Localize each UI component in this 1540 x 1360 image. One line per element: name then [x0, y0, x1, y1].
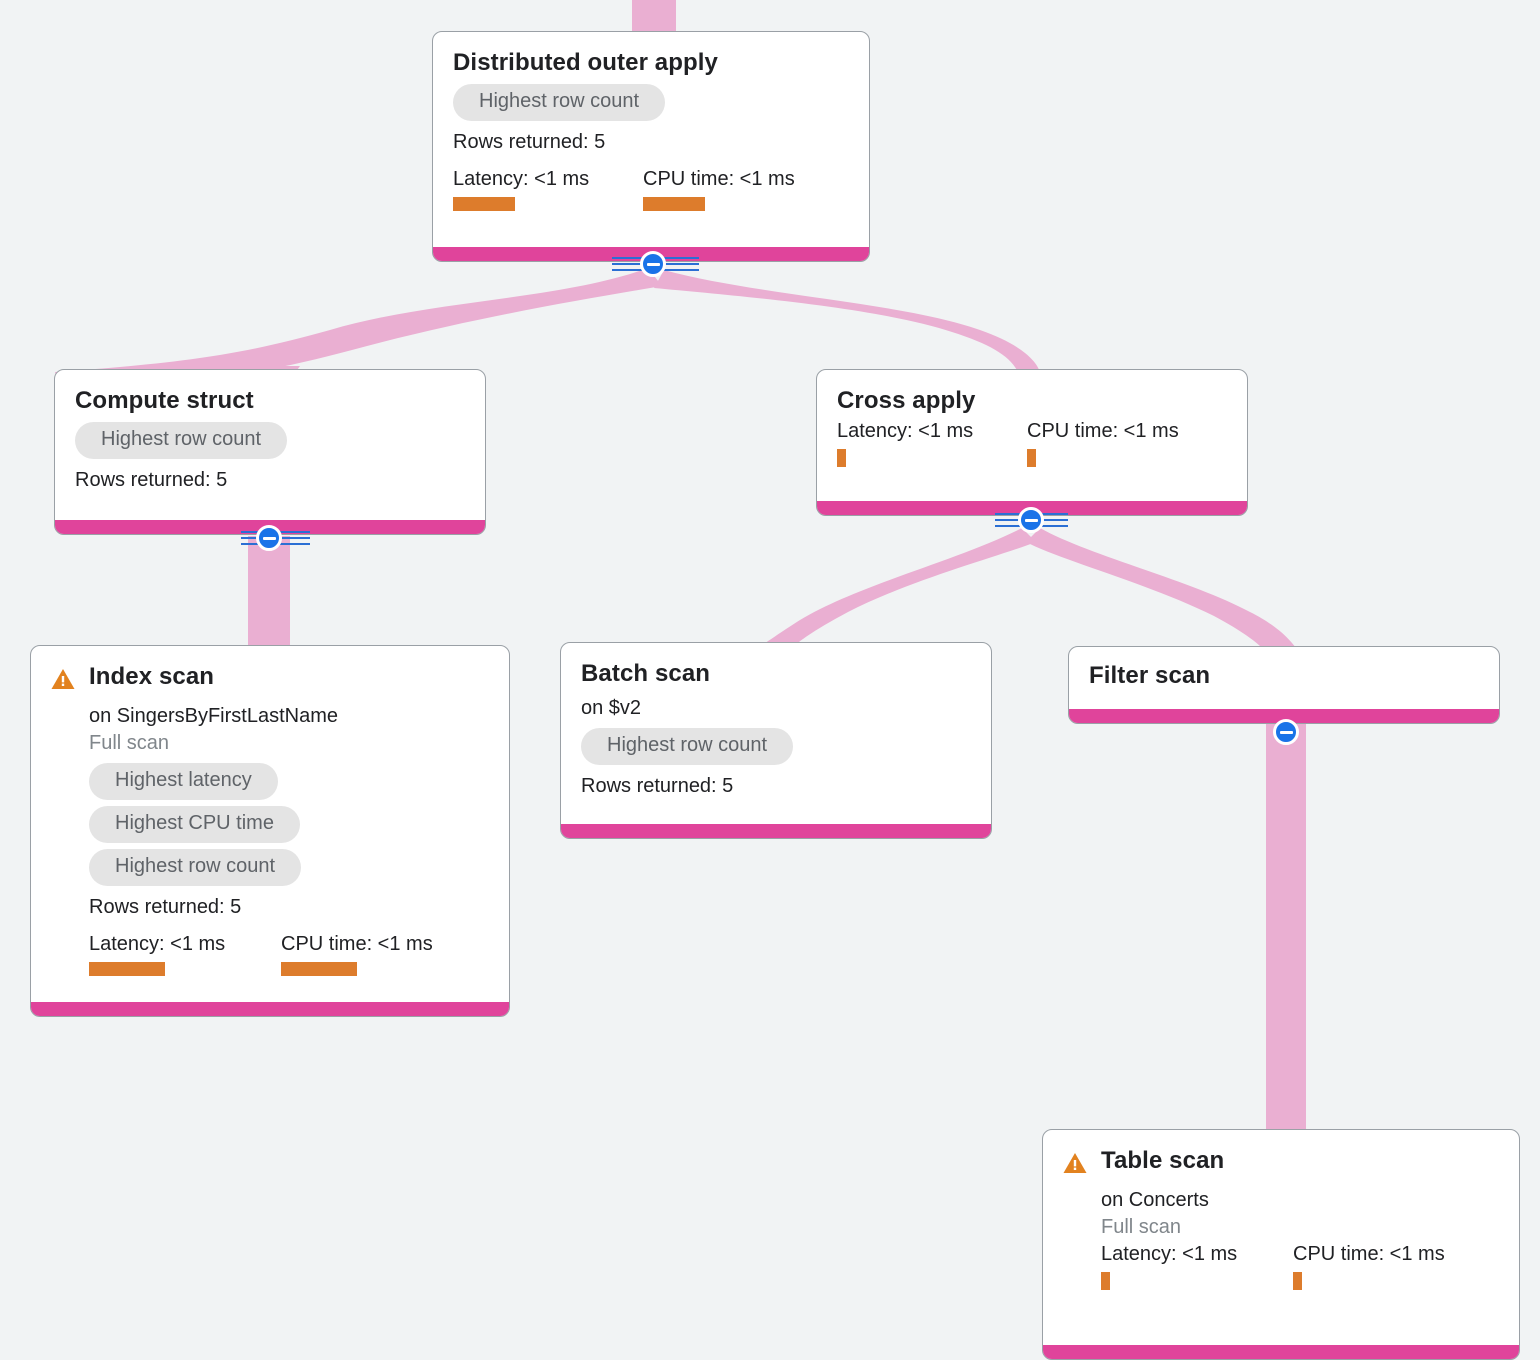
edge-compute-struct-to-index-scan [248, 536, 290, 648]
node-title: Index scan [89, 663, 215, 690]
node-body: Index scan on SingersByFirstLastName Ful… [31, 646, 509, 1002]
metric-cpu-time-bar [281, 962, 357, 976]
node-table-scan[interactable]: Table scan on Concerts Full scan Latency… [1042, 1129, 1520, 1360]
node-title: Compute struct [75, 387, 254, 414]
node-compute-struct[interactable]: Compute struct Highest row count Rows re… [54, 369, 486, 535]
rows-returned: Rows returned: 5 [581, 775, 734, 798]
node-badges: Highest row count [581, 728, 971, 766]
badge-highest-row-count: Highest row count [75, 422, 288, 460]
metric-latency-label: Latency: <1 ms [837, 420, 974, 443]
metric-cpu-time: CPU time: <1 ms [643, 168, 795, 212]
toggle-lines-left-cross-apply [995, 507, 1029, 533]
node-scan-type: Full scan [1101, 1216, 1182, 1238]
node-body: Table scan on Concerts Full scan Latency… [1043, 1130, 1519, 1345]
node-title: Table scan [1101, 1147, 1225, 1174]
metric-cpu-time-label: CPU time: <1 ms [643, 168, 795, 191]
badge-highest-latency: Highest latency [89, 763, 278, 800]
node-metrics: Latency: <1 ms CPU time: <1 ms [837, 420, 1227, 468]
collapse-toggle-cross-apply[interactable] [1018, 507, 1044, 533]
node-title-row: Filter scan [1089, 662, 1479, 689]
node-title: Cross apply [837, 387, 976, 414]
toggle-lines-right-distributed-outer-apply [659, 251, 699, 277]
warning-triangle-icon [1063, 1152, 1087, 1179]
metric-latency-bar [837, 449, 846, 468]
node-accent-bar [561, 824, 991, 838]
toggle-lines-right-cross-apply [1034, 507, 1068, 533]
node-body: Compute struct Highest row count Rows re… [55, 370, 485, 520]
edge-cross-apply-to-filter-scan [1026, 528, 1296, 648]
node-subtitle: on Concerts [1101, 1189, 1209, 1211]
node-title-row: Index scan [51, 663, 489, 695]
metric-cpu-time-bar [1293, 1272, 1302, 1290]
node-body: Cross apply Latency: <1 ms CPU time: <1 … [817, 370, 1247, 501]
rows-returned: Rows returned: 5 [75, 469, 228, 492]
metric-cpu-time: CPU time: <1 ms [1293, 1243, 1445, 1290]
node-title-row: Batch scan [581, 660, 971, 687]
node-body: Batch scan on $v2 Highest row count Rows… [561, 643, 991, 824]
metric-latency: Latency: <1 ms [89, 933, 281, 976]
badge-highest-row-count: Highest row count [89, 849, 302, 886]
node-title: Filter scan [1089, 662, 1211, 689]
metric-latency-label: Latency: <1 ms [453, 168, 590, 191]
node-title-row: Compute struct [75, 387, 465, 414]
edge-distributed-outer-apply-to-compute-struct [55, 268, 662, 392]
node-subtitle: on $v2 [581, 697, 642, 720]
edge-cross-apply-to-batch-scan [758, 528, 1036, 648]
metric-cpu-time: CPU time: <1 ms [1027, 420, 1179, 468]
badge-highest-cpu-time: Highest CPU time [89, 806, 300, 843]
node-body: Filter scan [1069, 647, 1499, 709]
node-title: Batch scan [581, 660, 711, 687]
node-cross-apply[interactable]: Cross apply Latency: <1 ms CPU time: <1 … [816, 369, 1248, 516]
toggle-lines-right-compute-struct [278, 525, 310, 551]
metric-cpu-time-bar [643, 197, 705, 212]
metric-cpu-time-label: CPU time: <1 ms [1027, 420, 1179, 443]
node-subtitle: on SingersByFirstLastName [89, 705, 338, 727]
node-body: Distributed outer apply Highest row coun… [433, 32, 869, 247]
node-filter-scan[interactable]: Filter scan [1068, 646, 1500, 724]
node-title-row: Table scan [1063, 1147, 1499, 1179]
edge-root-to-distributed-outer-apply [632, 0, 676, 34]
rows-returned: Rows returned: 5 [89, 896, 242, 918]
metric-latency-bar [1101, 1272, 1110, 1290]
warning-triangle-icon [51, 668, 75, 695]
node-metrics: Latency: <1 ms CPU time: <1 ms [89, 933, 489, 976]
metric-latency-bar [89, 962, 165, 976]
rows-returned: Rows returned: 5 [453, 131, 606, 154]
badge-highest-row-count: Highest row count [453, 84, 666, 122]
node-metrics: Latency: <1 ms CPU time: <1 ms [453, 168, 849, 212]
node-badges: Highest row count [453, 84, 849, 122]
metric-latency-label: Latency: <1 ms [1101, 1243, 1238, 1265]
node-title: Distributed outer apply [453, 49, 718, 76]
node-badges: Highest latency Highest CPU time Highest… [89, 763, 489, 886]
metric-cpu-time-label: CPU time: <1 ms [1293, 1243, 1445, 1265]
edge-filter-scan-to-table-scan [1266, 724, 1306, 1132]
node-accent-bar [1069, 709, 1499, 723]
metric-cpu-time: CPU time: <1 ms [281, 933, 433, 976]
node-accent-bar [31, 1002, 509, 1016]
metric-latency: Latency: <1 ms [453, 168, 643, 212]
collapse-toggle-compute-struct[interactable] [256, 525, 282, 551]
badge-highest-row-count: Highest row count [581, 728, 794, 766]
node-index-scan[interactable]: Index scan on SingersByFirstLastName Ful… [30, 645, 510, 1017]
node-title-row: Cross apply [837, 387, 1227, 414]
node-scan-type: Full scan [89, 732, 170, 754]
node-metrics: Latency: <1 ms CPU time: <1 ms [1101, 1243, 1499, 1290]
toggle-lines-left-distributed-outer-apply [612, 251, 652, 277]
node-title-row: Distributed outer apply [453, 49, 849, 76]
node-badges: Highest row count [75, 422, 465, 460]
node-accent-bar [1043, 1345, 1519, 1359]
metric-latency: Latency: <1 ms [837, 420, 1027, 468]
node-distributed-outer-apply[interactable]: Distributed outer apply Highest row coun… [432, 31, 870, 262]
node-batch-scan[interactable]: Batch scan on $v2 Highest row count Rows… [560, 642, 992, 839]
metric-latency-label: Latency: <1 ms [89, 933, 226, 955]
metric-latency-bar [453, 197, 515, 212]
collapse-toggle-filter-scan[interactable] [1273, 719, 1299, 745]
collapse-toggle-distributed-outer-apply[interactable] [640, 251, 666, 277]
metric-latency: Latency: <1 ms [1101, 1243, 1293, 1290]
edge-distributed-outer-apply-to-cross-apply [654, 270, 1040, 372]
metric-cpu-time-label: CPU time: <1 ms [281, 933, 433, 955]
metric-cpu-time-bar [1027, 449, 1036, 468]
